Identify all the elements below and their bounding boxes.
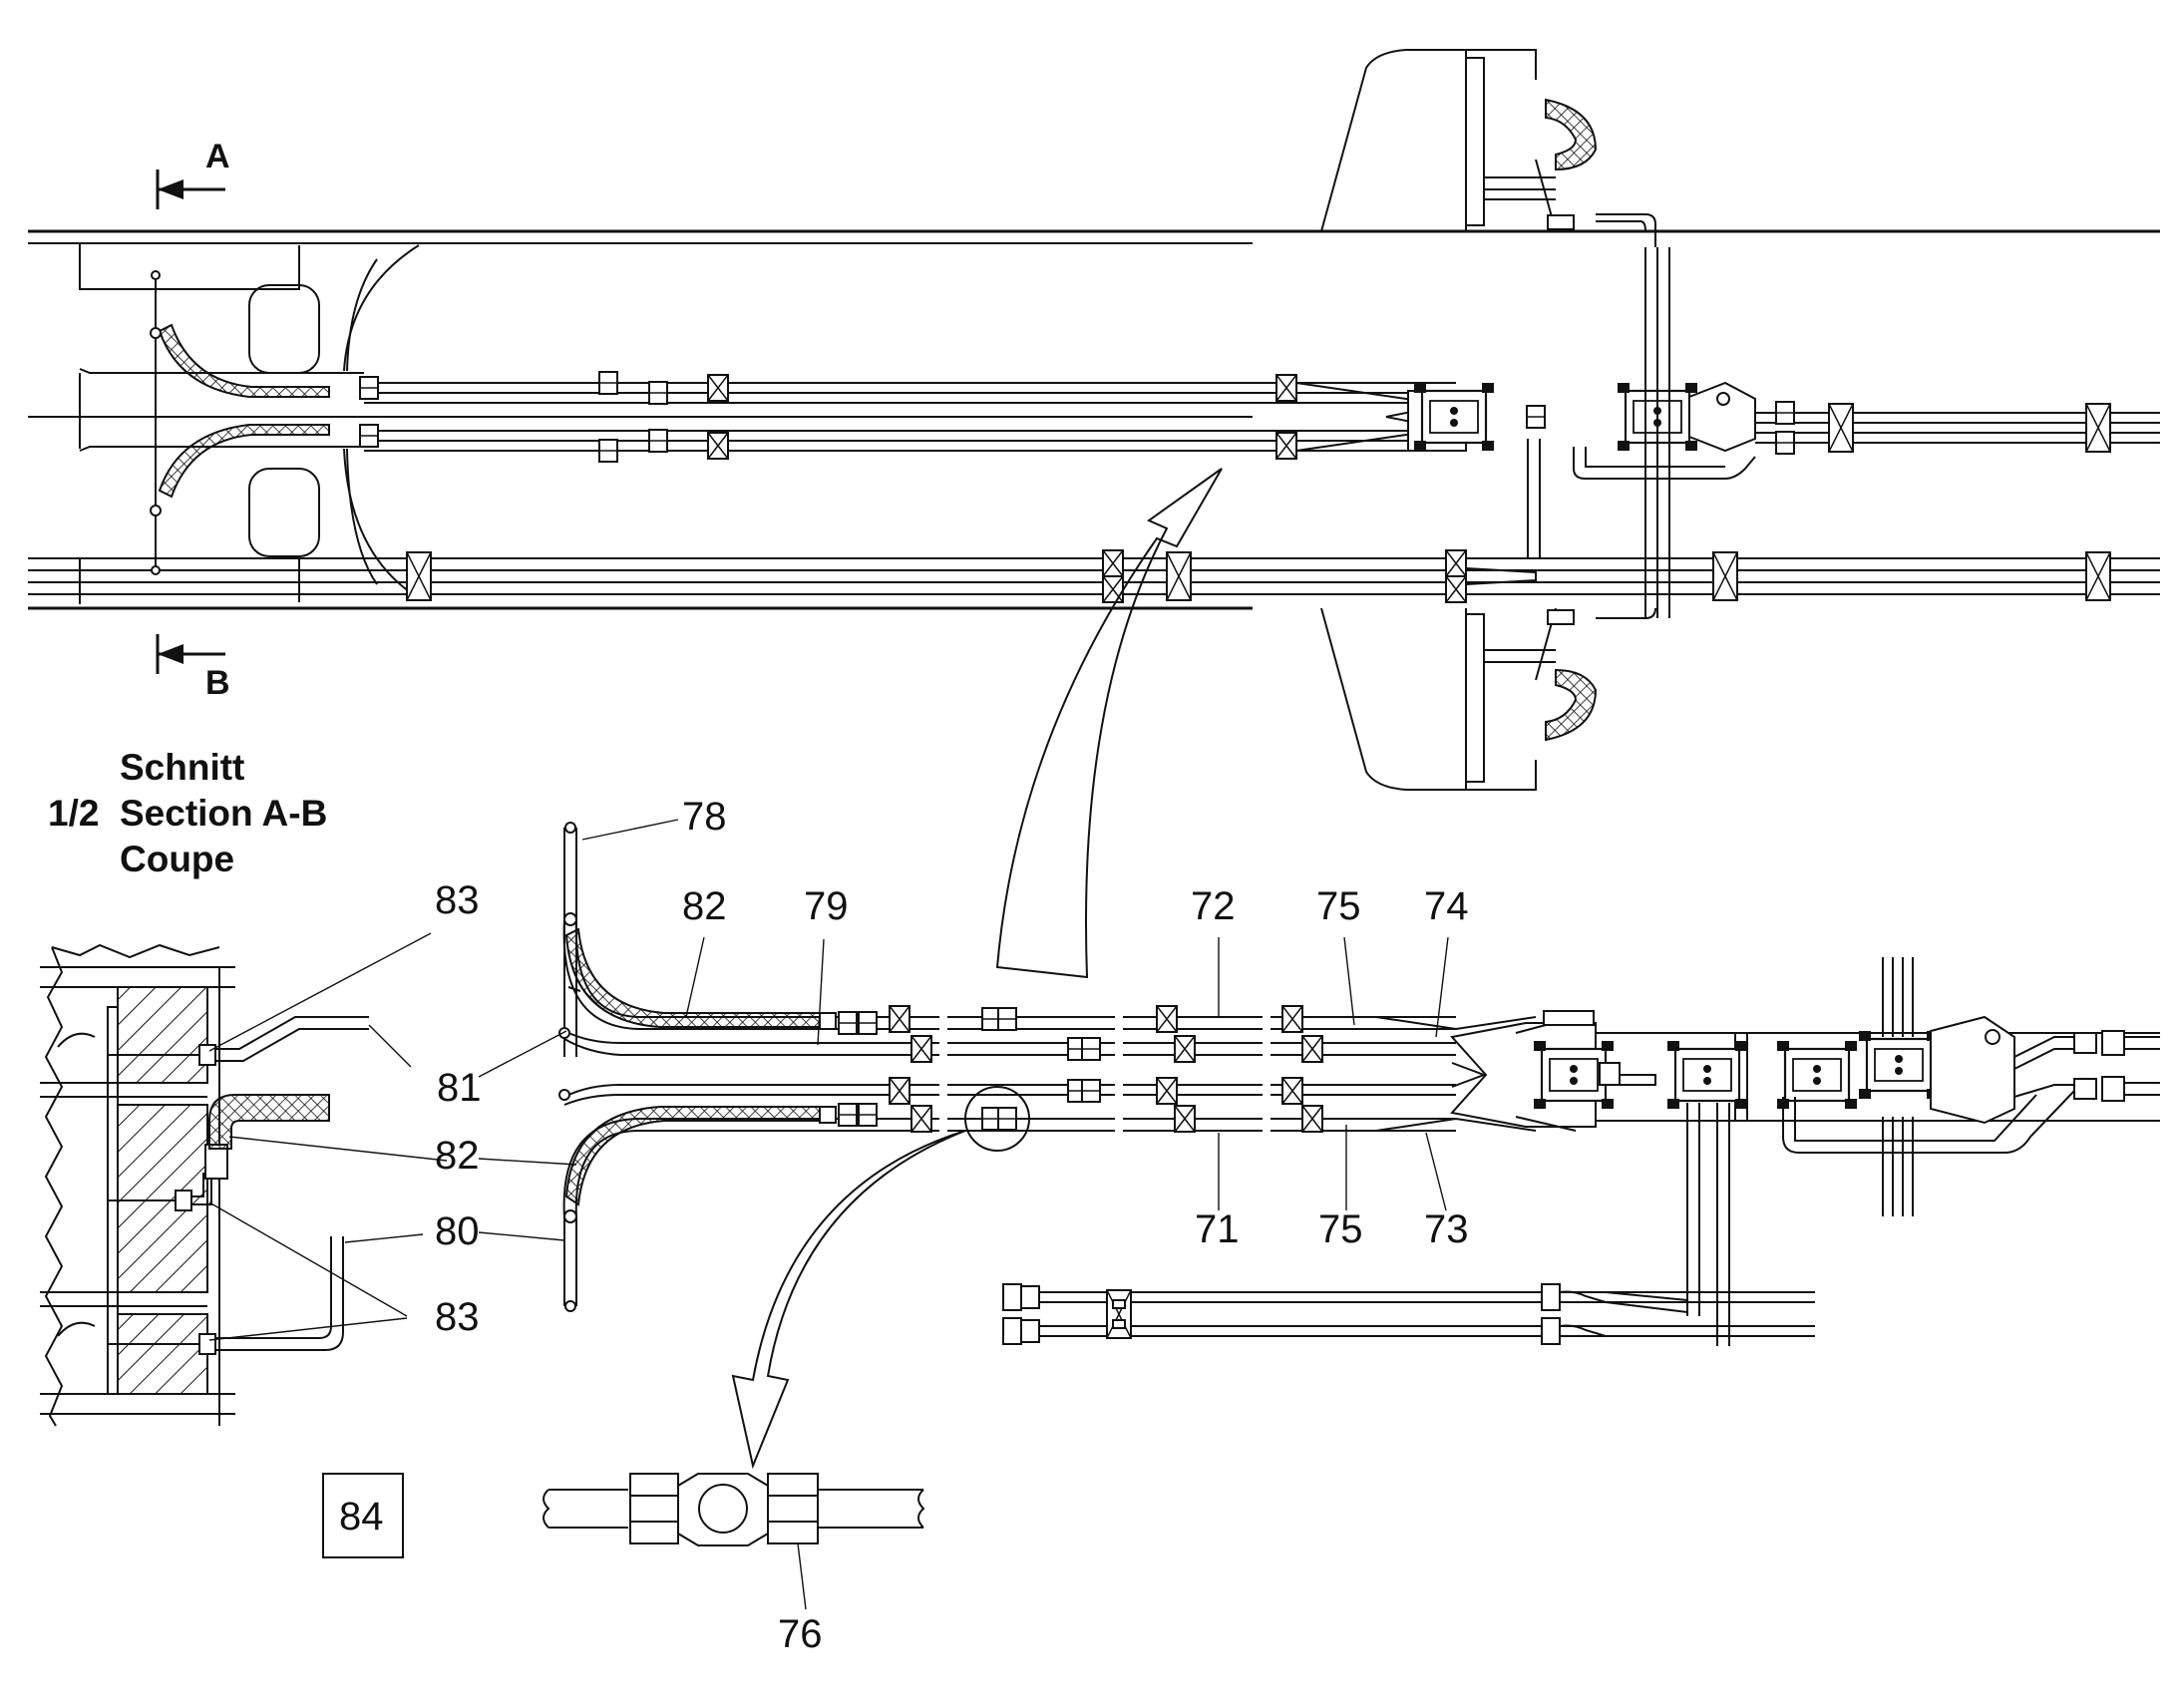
callout-72: 72	[1191, 884, 1236, 928]
detail-arrow-up	[995, 468, 1223, 979]
section-title-line1: Schnitt	[120, 747, 244, 788]
section-title-prefix: 1/2	[48, 793, 99, 834]
callout-73: 73	[1424, 1207, 1469, 1251]
callout-75-bottom: 75	[1318, 1207, 1363, 1251]
callout-labels: 78 82 79 72 75 74 83 81 82 80 83 71 75 7…	[435, 795, 1469, 1656]
callout-80: 80	[435, 1209, 480, 1253]
callout-79: 79	[804, 884, 849, 928]
section-marker-a: A	[156, 138, 230, 209]
callout-76: 76	[778, 1612, 823, 1656]
detail-arrow-down	[731, 1130, 966, 1470]
ref-box-label: 84	[339, 1495, 384, 1538]
ref-box-84: 84	[322, 1473, 404, 1558]
callout-81: 81	[437, 1066, 482, 1110]
callout-82-left: 82	[435, 1134, 480, 1178]
section-marker-b: B	[156, 634, 230, 702]
callout-82-top: 82	[682, 884, 727, 928]
callout-83-top: 83	[435, 878, 480, 922]
callout-75-top: 75	[1316, 884, 1361, 928]
section-marker-a-label: A	[205, 138, 230, 175]
callout-78: 78	[682, 795, 727, 839]
section-title: Schnitt 1/2 Section A-B Coupe	[48, 747, 327, 879]
section-marker-b-label: B	[205, 664, 230, 702]
callout-74: 74	[1424, 884, 1469, 928]
callout-71: 71	[1195, 1207, 1240, 1251]
callout-leaders	[208, 819, 1449, 1610]
detail-view	[558, 822, 2160, 1346]
section-title-line3: Coupe	[120, 839, 234, 879]
plan-view	[28, 49, 2160, 791]
fitting-detail-76	[543, 1473, 925, 1546]
half-section-detail	[40, 943, 369, 1427]
section-title-line2: Section A-B	[120, 793, 327, 834]
callout-83-bottom: 83	[435, 1295, 480, 1339]
